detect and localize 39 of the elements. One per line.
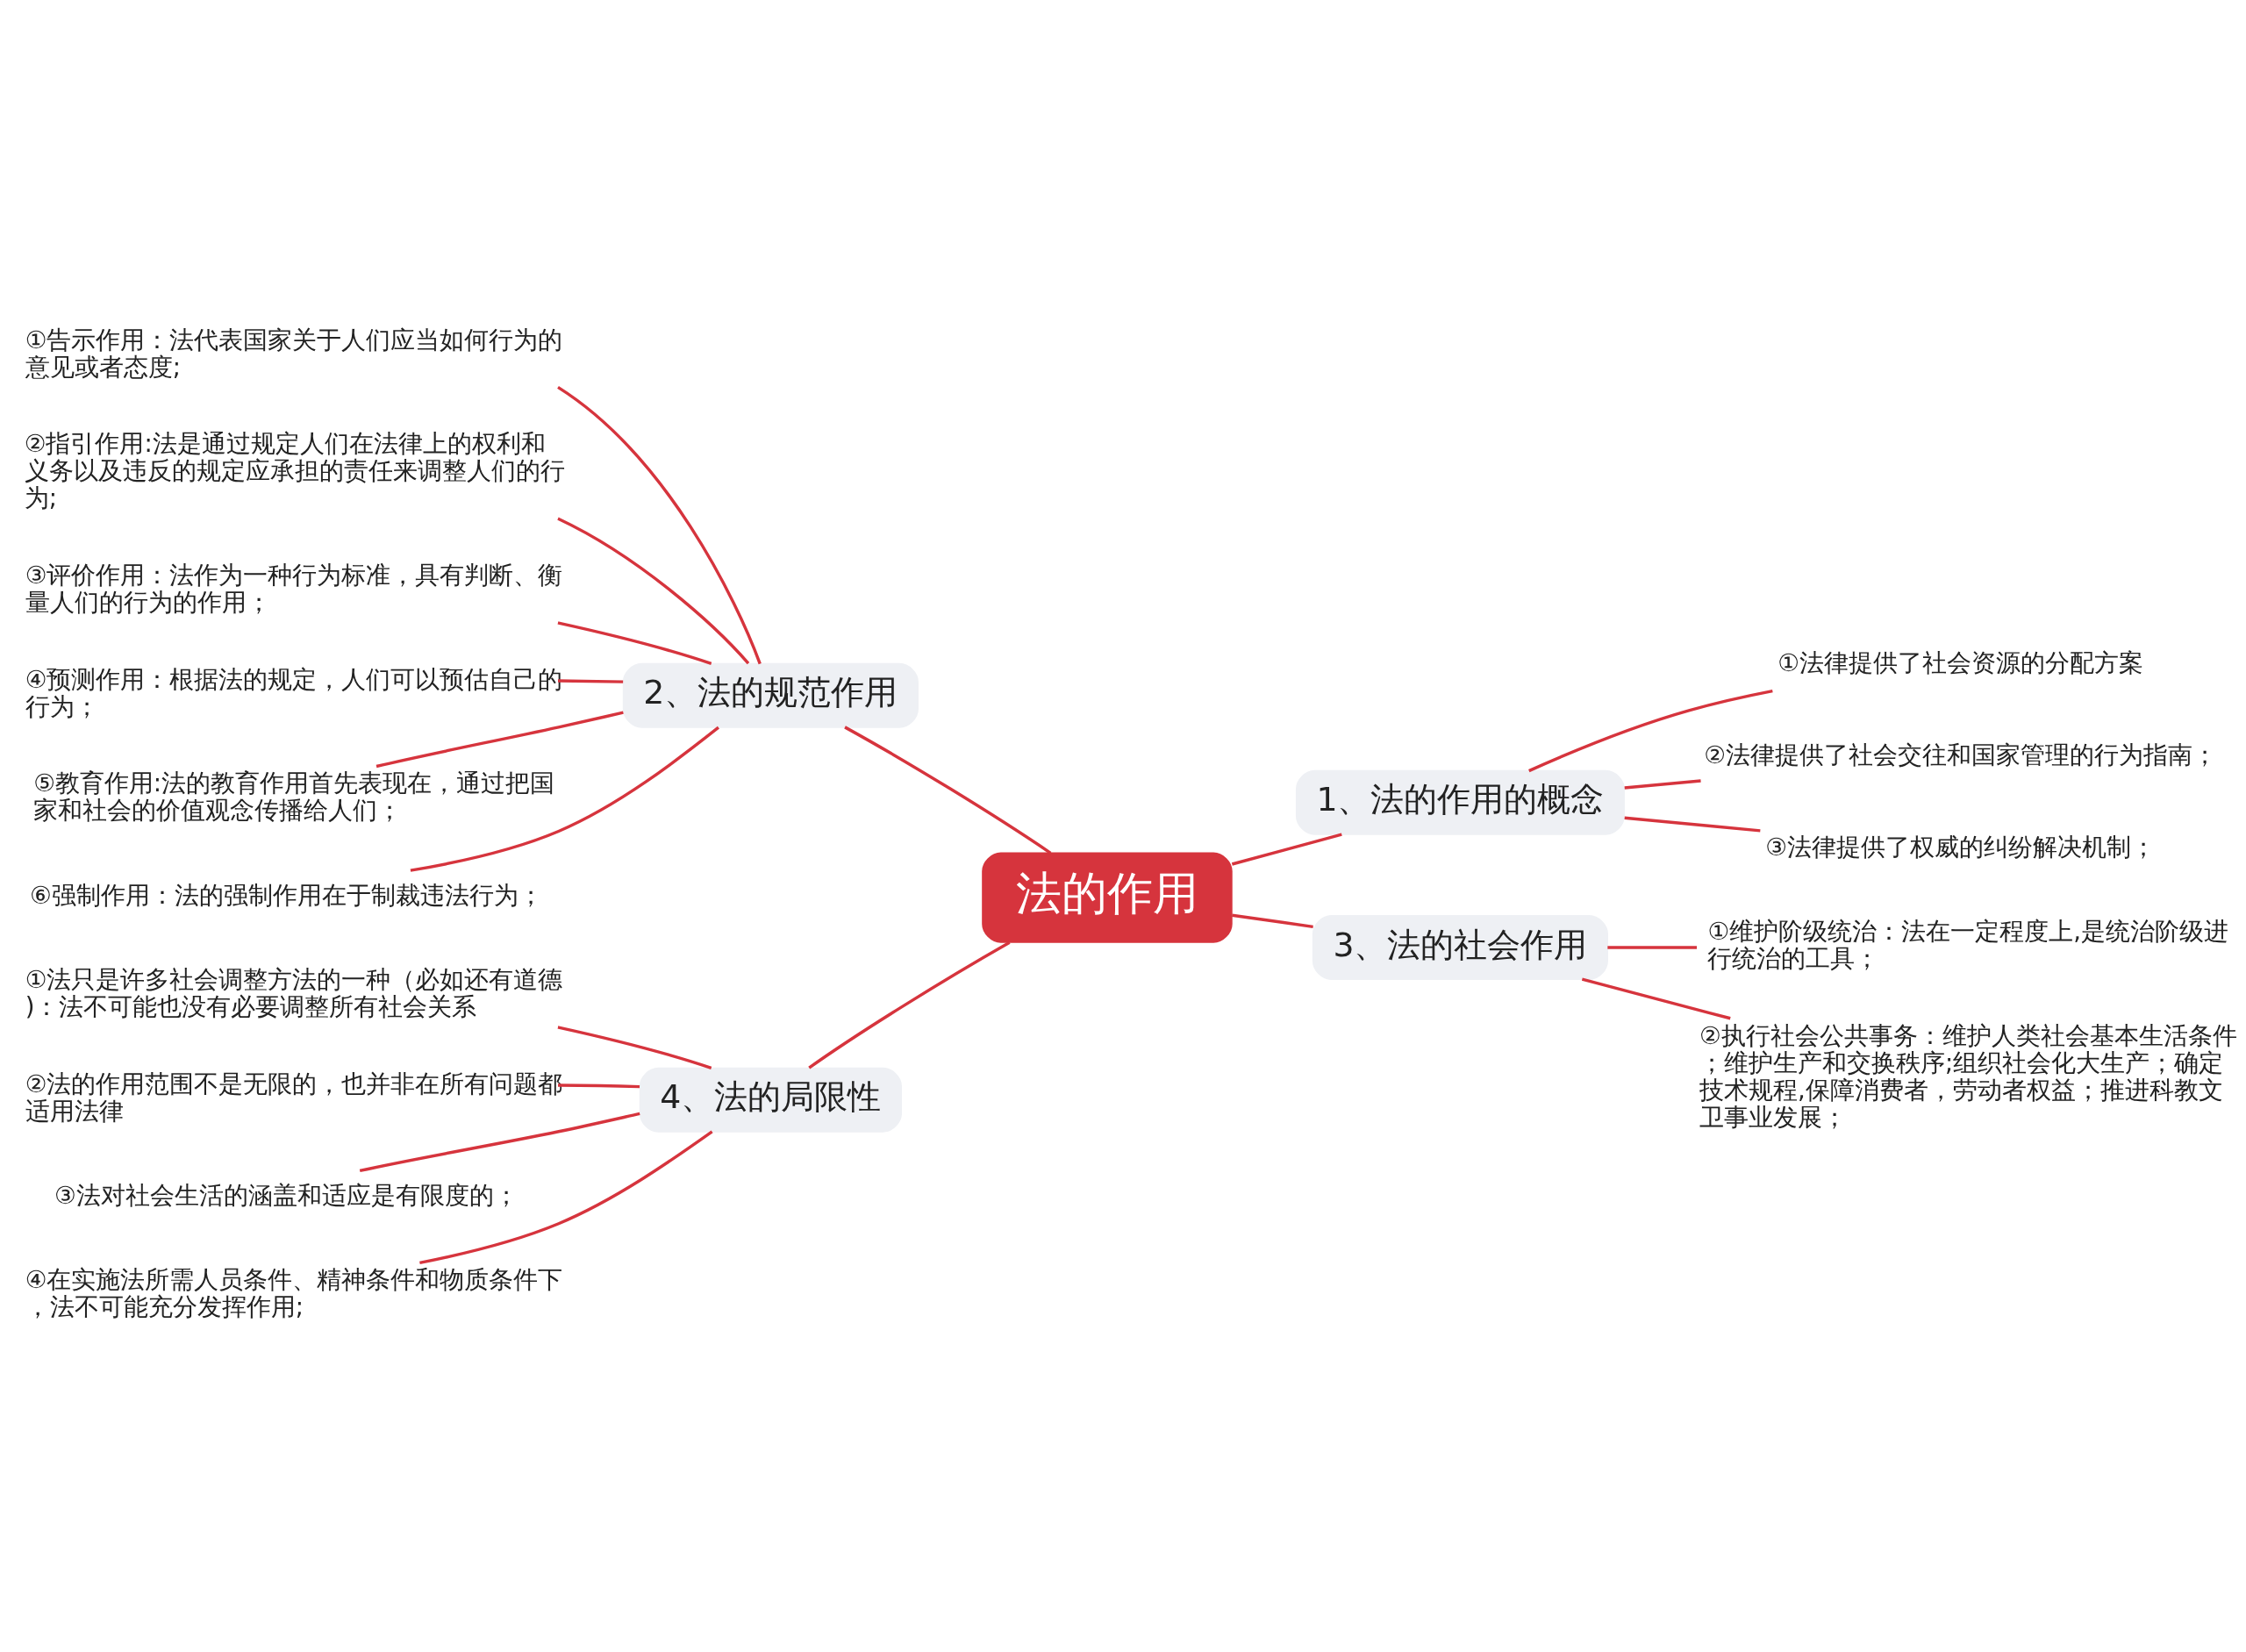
node-box: 3、法的社会作用 <box>1312 915 1608 980</box>
node-text: ③法律提供了权威的纠纷解决机制； <box>1765 832 2156 861</box>
node-text: ④在实施法所需人员条件、精神条件和物质条件下，法不可能充分发挥作用; <box>25 1265 563 1321</box>
connector <box>1232 913 1313 929</box>
node-text: ②法律提供了社会交往和国家管理的行为指南； <box>1704 740 2217 769</box>
node-text: ①法律提供了社会资源的分配方案 <box>1777 647 2143 676</box>
node-text: ②指引作用:法是通过规定人们在法律上的权利和义务以及违反的规定应承担的责任来调整人们的行为; <box>24 429 565 512</box>
node-box: 2、法的规范作用 <box>622 662 919 728</box>
node-text: ①告示作用：法代表国家关于人们应当如何行为的意见或者态度; <box>25 325 563 381</box>
node-text: ⑤教育作用:法的教育作用首先表现在，通过把国家和社会的价值观念传播给人们； <box>33 769 555 825</box>
connector <box>557 1026 712 1070</box>
connector <box>359 1112 640 1173</box>
connector <box>1624 816 1761 833</box>
connector <box>1231 833 1342 866</box>
node-text: ②执行社会公共事务：维护人类社会基本生活条件；维护生产和交换秩序;组织社会化大生产；确定技术规程,保障消费者，劳动者权益；推进科教文卫事业发展； <box>1699 1020 2237 1131</box>
connector <box>419 1130 713 1265</box>
connector <box>557 386 762 665</box>
connector <box>808 940 1011 1069</box>
node-box: 4、法的局限性 <box>639 1067 902 1133</box>
connector <box>558 679 624 683</box>
connector <box>410 726 719 872</box>
node-box: 1、法的作用的概念 <box>1295 769 1625 835</box>
node-text: ③评价作用：法作为一种行为标准，具有判断、衡量人们的行为的作用； <box>25 561 563 617</box>
connector <box>558 1083 640 1089</box>
connector <box>557 517 750 665</box>
node-text: ②法的作用范围不是无限的，也并非在所有问题都适用法律 <box>25 1069 563 1125</box>
node-text: ④预测作用：根据法的规定，人们可以预估自己的行为； <box>25 664 563 720</box>
connector <box>376 711 624 769</box>
node-text: ⑥强制作用：法的强制作用在于制裁违法行为； <box>29 880 543 909</box>
connector <box>844 726 1052 855</box>
node-text: ①法只是许多社会调整方法的一种（必如还有道德)：法不可能也没有必要调整所有社会关系 <box>25 965 563 1021</box>
connector <box>557 621 712 666</box>
connector <box>1528 689 1773 773</box>
connector <box>1607 946 1698 949</box>
node-text: ③法对社会生活的涵盖和适应是有限度的； <box>54 1181 519 1210</box>
node-box: 法的作用 <box>982 852 1233 943</box>
node-text: ①维护阶级统治：法在一定程度上,是统治阶级进行统治的工具； <box>1707 917 2228 972</box>
connector <box>1624 779 1701 790</box>
connector <box>1581 977 1731 1020</box>
